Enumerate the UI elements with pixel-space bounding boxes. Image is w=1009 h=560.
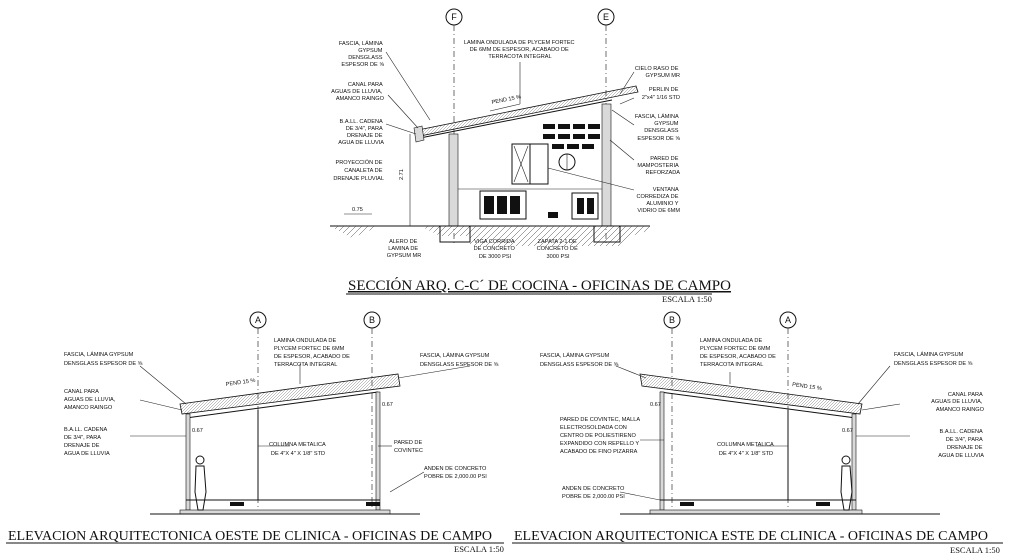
kitchen-cabinet bbox=[479, 190, 527, 220]
west-note-canal: CANAL PARA AGUAS DE LLUVIA, AMANCO RAING… bbox=[64, 389, 117, 411]
east-dim-right: 0.67 bbox=[842, 428, 853, 434]
note-eave: ALERO DE LAMINA DE GYPSUM MR bbox=[387, 239, 422, 259]
note-roof-sheet: LAMINA ONDULADA DE PLYCEM FORTEC DE 6MM … bbox=[464, 40, 576, 60]
west-dim-left: 0.67 bbox=[192, 428, 203, 434]
east-title: ELEVACION ARQUITECTONICA ESTE DE CLINICA… bbox=[514, 529, 988, 544]
masonry-blocks bbox=[543, 124, 600, 149]
west-dim-right: 0.67 bbox=[382, 402, 393, 408]
east-note-canal: CANAL PARA AGUAS DE LLUVIA, AMANCO RAING… bbox=[931, 392, 984, 413]
west-marker-left bbox=[230, 502, 244, 506]
east-column-left bbox=[659, 391, 665, 511]
west-title: ELEVACION ARQUITECTONICA OESTE DE CLINIC… bbox=[8, 529, 492, 544]
east-slope: PEND 15 % bbox=[792, 382, 822, 392]
west-leaders bbox=[130, 364, 471, 493]
east-roof bbox=[639, 373, 863, 415]
eave-dim-label: 0.75 bbox=[352, 207, 363, 213]
note-ball-left: B.A.LL. CADENA DE 3/4", PARA DRENAJE DE … bbox=[338, 119, 384, 146]
axis-label-b-east: B bbox=[669, 315, 675, 325]
note-zapata: ZAPATA 2-1 DE CONCRETO DE 3000 PSI bbox=[537, 239, 580, 260]
east-elevation: B A PEND 15 % 0.67 0.67 bbox=[512, 311, 1003, 555]
note-fascia-right: FASCIA, LÁMINA GYPSUM DENSGLASS ESPESOR … bbox=[635, 113, 680, 142]
east-human-figure bbox=[840, 455, 853, 511]
axis-label-f: F bbox=[451, 12, 457, 22]
west-column-right bbox=[375, 391, 381, 511]
east-note-fascia-left: FASCIA, LÁMINA GYPSUM DENSGLASS ESPESOR … bbox=[540, 352, 619, 368]
note-ceiling: CIELO RASO DE GYPSUM MR bbox=[635, 66, 680, 79]
note-perlin: PERLIN DE 2"x4" 1/16 STD bbox=[642, 87, 680, 101]
axis-label-b-west: B bbox=[369, 315, 375, 325]
note-drain-projection: PROYECCIÓN DE CANALETA DE DRENAJE PLUVIA… bbox=[333, 159, 384, 182]
slope-label: PEND 15 % bbox=[491, 94, 521, 106]
west-note-anden: ANDEN DE CONCRETO POBRE DE 2,000.00 PSI bbox=[424, 466, 488, 480]
west-elevation: A B PEND 15 % 0.67 0.67 bbox=[6, 311, 504, 554]
west-note-fascia-right: FASCIA, LÁMINA GYPSUM DENSGLASS ESPESOR … bbox=[420, 352, 499, 368]
slope-arrow bbox=[489, 103, 521, 112]
west-human-figure bbox=[194, 455, 207, 511]
west-note-wall: PARED DE COVINTEC bbox=[394, 440, 424, 454]
zapata-footing bbox=[593, 225, 621, 243]
note-beam: VIGA CORRIDA DE CONCRETO DE 3000 PSI bbox=[474, 239, 517, 260]
east-scale: ESCALA 1:50 bbox=[950, 545, 1000, 555]
west-slope: PEND 15 % bbox=[225, 378, 255, 388]
soil-hatch bbox=[330, 226, 650, 246]
east-dim-left: 0.67 bbox=[650, 402, 661, 408]
section-scale: ESCALA 1:50 bbox=[662, 294, 712, 304]
roof-purlin-line bbox=[419, 99, 613, 139]
west-column-left bbox=[185, 413, 191, 511]
gutter-profile bbox=[413, 125, 425, 143]
floor-fixture bbox=[548, 212, 558, 218]
axis-label-a-east: A bbox=[785, 315, 791, 325]
east-note-fascia-right: FASCIA, LÁMINA GYPSUM DENSGLASS ESPESOR … bbox=[894, 351, 973, 367]
section-title: SECCIÓN ARQ. C-C´ DE COCINA - OFICINAS D… bbox=[348, 277, 731, 294]
east-marker-right bbox=[816, 502, 830, 506]
west-marker-right bbox=[366, 502, 380, 506]
east-note-roof: LAMINA ONDULADA DE PLYCEM FORTEC DE 6MM … bbox=[700, 338, 777, 368]
storage-cabinet bbox=[571, 192, 599, 220]
axis-label-e: E bbox=[603, 12, 609, 22]
note-window: VENTANA CORREDIZA DE ALUMINIO Y VIDRIO D… bbox=[636, 187, 680, 214]
east-slab bbox=[649, 509, 863, 515]
right-wall bbox=[601, 103, 612, 227]
height-dim-label: 2.71 bbox=[399, 169, 405, 180]
west-roof bbox=[179, 373, 401, 415]
note-canal-left: CANAL PARA AGUAS DE LLUVIA, AMANCO RAING… bbox=[331, 82, 384, 102]
west-note-roof: LAMINA ONDULADA DE PLYCEM FORTEC DE 6MM … bbox=[274, 338, 351, 368]
axis-label-a-west: A bbox=[255, 315, 261, 325]
east-note-ball: B.A.LL. CADENA DE 3/4", PARA DRENAJE DE … bbox=[938, 429, 984, 459]
section-leaders bbox=[385, 51, 635, 191]
east-marker-left bbox=[680, 502, 694, 506]
east-note-column: COLUMNA METALICA DE 4"X 4" X 1/8" STD bbox=[717, 442, 775, 457]
west-note-ball: B.A.LL. CADENA DE 3/4", PARA DRENAJE DE … bbox=[64, 427, 110, 457]
section-drawing: F E PEND 15 % bbox=[330, 8, 731, 304]
note-fascia-left: FASCIA, LÁMINA GYPSUM DENSGLASS ESPESOR … bbox=[339, 40, 384, 68]
east-note-wall: PARED DE COVINTEC, MALLA ELECTROSOLDADA … bbox=[560, 417, 641, 455]
west-slab bbox=[179, 509, 391, 515]
note-masonry-wall: PARED DE MAMPOSTERIA REFORZADA bbox=[637, 156, 680, 176]
west-note-column: COLUMNA METALICA DE 4"X 4" X 1/8" STD bbox=[269, 442, 327, 457]
east-note-anden: ANDEN DE CONCRETO POBRE DE 2,000.00 PSI bbox=[562, 486, 626, 500]
west-note-fascia-left: FASCIA, LÁMINA GYPSUM DENSGLASS ESPESOR … bbox=[64, 351, 143, 367]
beam-footing bbox=[439, 225, 471, 243]
left-wall bbox=[448, 133, 459, 227]
east-leaders bbox=[615, 365, 910, 501]
west-scale: ESCALA 1:50 bbox=[454, 544, 504, 554]
